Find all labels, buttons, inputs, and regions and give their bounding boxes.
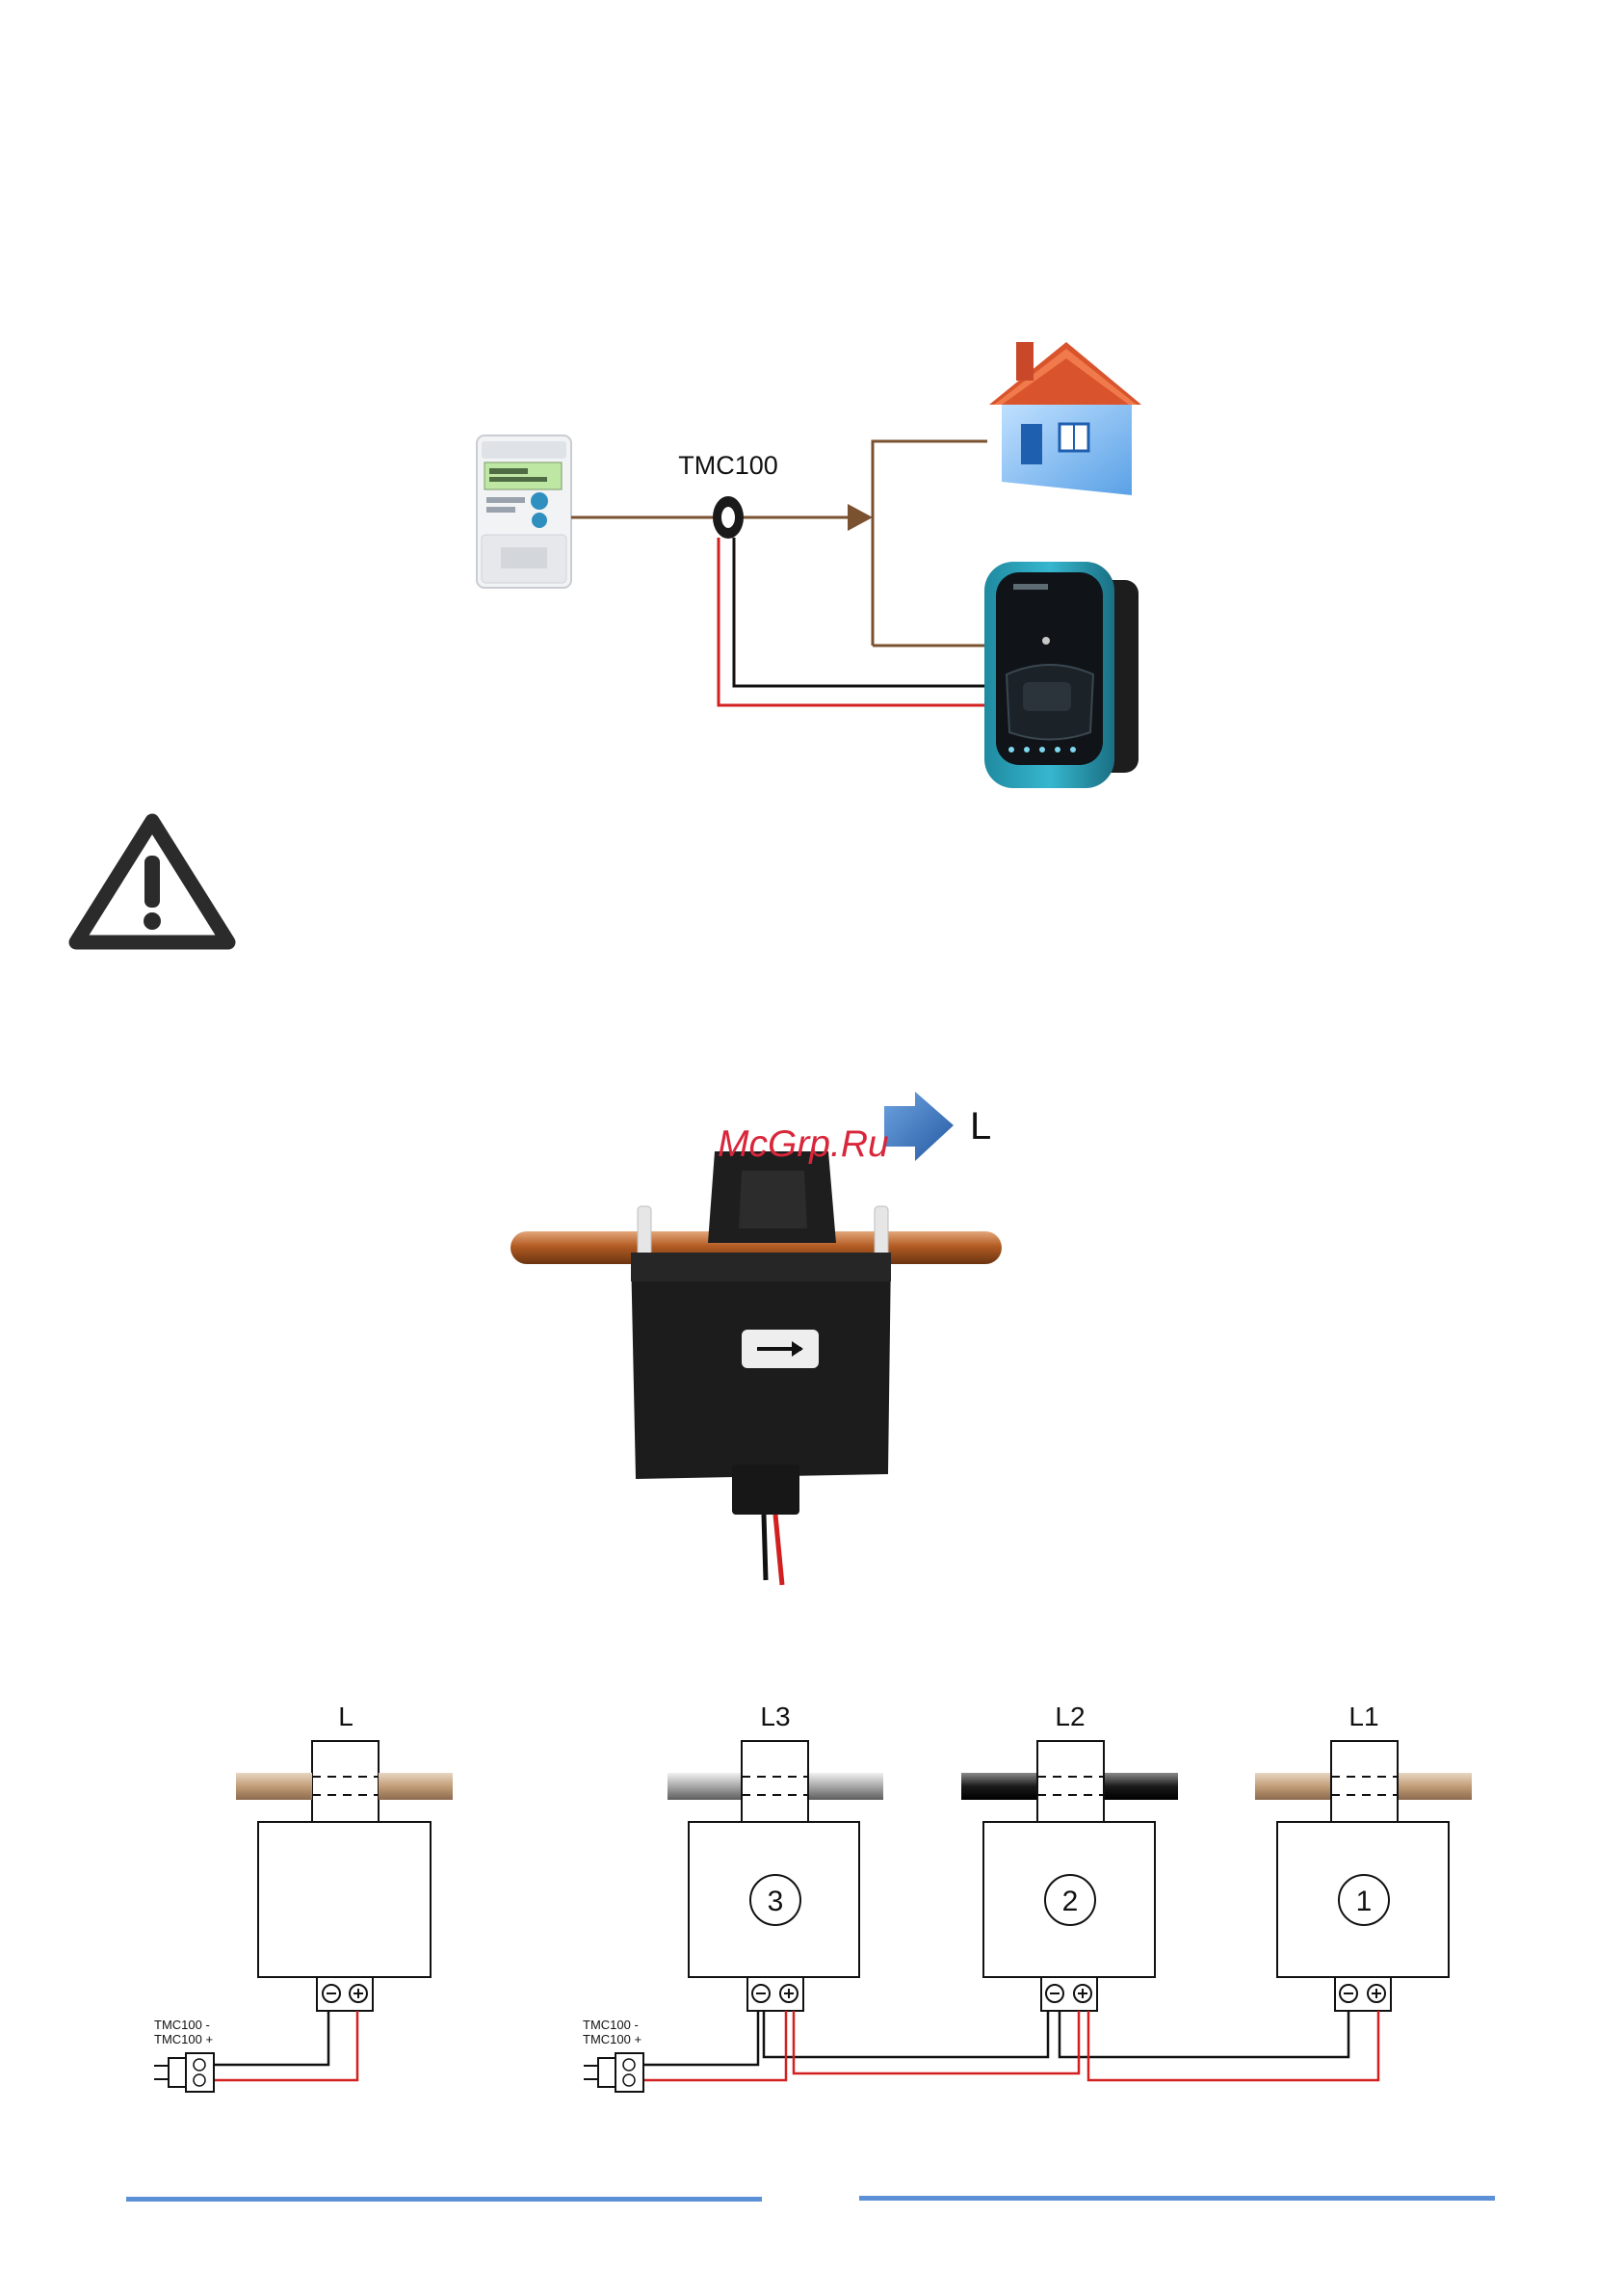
phase-sensor-l1: L1 1 <box>1255 1702 1472 2011</box>
watermark: McGrp.Ru <box>718 1123 889 1165</box>
phase-label-l: L <box>338 1702 353 1731</box>
phase-sensor-l2: L2 2 <box>961 1702 1178 2011</box>
footer-rules <box>126 2196 1495 2202</box>
overview-diagram: TMC100 <box>477 342 1141 788</box>
direction-label: L <box>970 1105 991 1148</box>
phase-sensor-l3: L3 3 <box>668 1702 883 2011</box>
current-sensor <box>258 1822 431 1977</box>
direction-arrow-icon <box>884 1092 954 1161</box>
electricity-meter-icon <box>477 435 571 588</box>
phase-label: L3 <box>760 1702 790 1731</box>
connector-plus-label-3p: TMC100 + <box>583 2032 641 2046</box>
sensor-photo: L McGrp.Ru <box>510 1092 1002 1585</box>
connector-minus-label-3p: TMC100 - <box>583 2018 639 2032</box>
footer-rule-right <box>859 2196 1495 2201</box>
phase-label: L1 <box>1348 1702 1378 1731</box>
sensor-number: 3 <box>768 1886 784 1917</box>
sensor-number: 2 <box>1062 1886 1079 1917</box>
wiring-single-phase: L TMC100 - TMC100 + <box>154 1702 453 2092</box>
connector-plus-label: TMC100 + <box>154 2032 213 2046</box>
flow-arrow-icon <box>848 504 873 531</box>
house-icon <box>989 342 1141 495</box>
warning-triangle-icon <box>76 821 228 942</box>
connector-icon <box>584 2053 643 2092</box>
sensor-number: 1 <box>1356 1886 1373 1917</box>
connector-icon <box>154 2053 214 2092</box>
wiring-three-phase: TMC100 - TMC100 + L3 3 L2 <box>583 1702 1472 2092</box>
ev-charger-icon <box>984 562 1139 788</box>
phase-label: L2 <box>1055 1702 1085 1731</box>
connector-minus-label: TMC100 - <box>154 2018 210 2032</box>
sensor-label: TMC100 <box>678 451 778 480</box>
tmc100-sensor-icon <box>713 496 744 539</box>
footer-rule-left <box>126 2197 762 2202</box>
